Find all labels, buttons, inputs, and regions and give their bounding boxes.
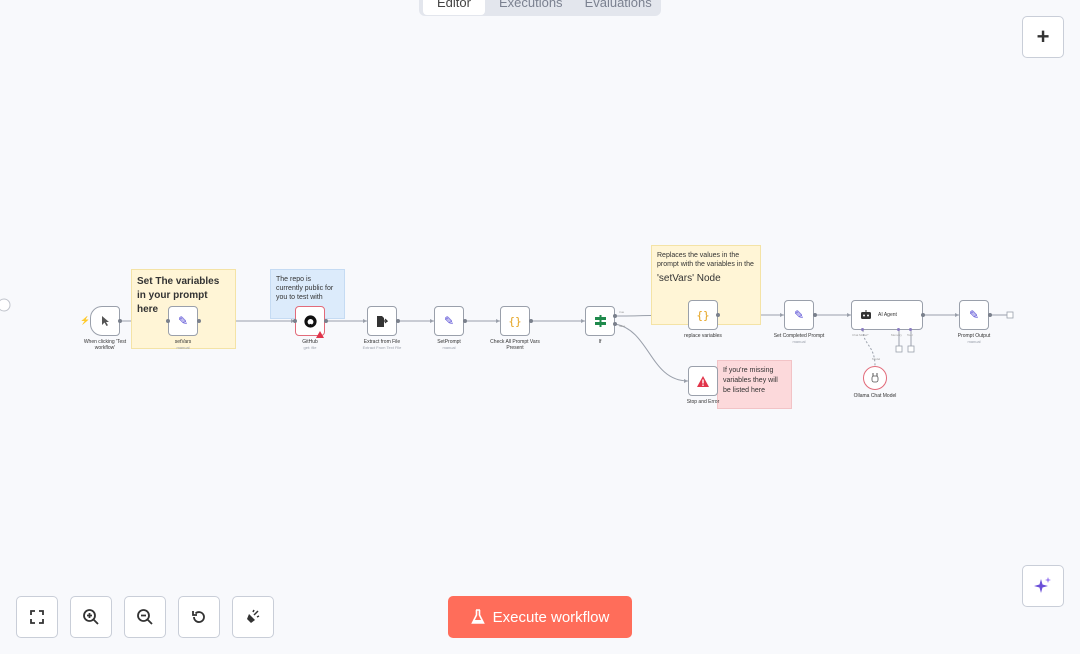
plus-icon: +: [1036, 24, 1050, 49]
reset-zoom-button[interactable]: [178, 596, 220, 638]
output-handle[interactable]: [813, 313, 817, 317]
flask-icon: [470, 609, 485, 624]
label-set-completed: Set Completed Prompt: [773, 333, 825, 339]
agent-chat-port-label: Chat Model*: [852, 333, 869, 337]
node-extract[interactable]: [367, 306, 397, 336]
output-handle[interactable]: [118, 319, 122, 323]
output-handle[interactable]: [988, 313, 992, 317]
label-replace-vars: replace variables: [684, 333, 722, 339]
node-if[interactable]: [585, 306, 615, 336]
github-icon: [303, 314, 317, 328]
trigger-bolt-icon: ⚡: [80, 316, 90, 325]
model-conn-label: Model: [872, 357, 881, 361]
sub-setvars: manual: [176, 345, 190, 350]
add-node-button[interactable]: +: [1022, 16, 1064, 58]
label-setprompt: SetPrompt: [437, 339, 461, 345]
node-setprompt[interactable]: ✎: [434, 306, 464, 336]
tab-executions[interactable]: Executions: [498, 0, 563, 10]
warning-icon: [316, 325, 324, 338]
agent-tool-port-label: Tool: [907, 333, 913, 337]
sub-setprompt: manual: [442, 345, 456, 350]
code-braces-icon: {}: [696, 308, 710, 322]
zoom-out-icon: [137, 609, 153, 625]
node-set-completed[interactable]: ✎: [784, 300, 814, 330]
sub-extract: Extract From Text File: [362, 345, 402, 350]
fit-view-icon: [30, 610, 44, 624]
reset-zoom-icon: [192, 611, 205, 623]
output-handle[interactable]: [716, 313, 720, 317]
node-check-vars[interactable]: {}: [500, 306, 530, 336]
output-handle[interactable]: [197, 319, 201, 323]
output-handle[interactable]: [324, 319, 328, 323]
output-handle[interactable]: [463, 319, 467, 323]
pencil-icon: ✎: [443, 314, 455, 328]
label-ai-agent: AI Agent: [878, 312, 897, 318]
node-stop-error[interactable]: [688, 366, 718, 396]
robot-icon: [861, 310, 871, 319]
sticky-missing-text: If you're missing variables they will be…: [723, 367, 778, 394]
sticky-repo-text: The repo is currently public for you to …: [276, 276, 334, 301]
output-handle[interactable]: [529, 319, 533, 323]
node-manual-trigger[interactable]: [90, 306, 120, 336]
output-handle[interactable]: [613, 322, 617, 326]
sticky-replace-heading: 'setVars' Node: [657, 273, 721, 284]
node-prompt-output[interactable]: ✎: [959, 300, 989, 330]
ai-assistant-button[interactable]: [1022, 565, 1064, 607]
sub-set-completed: manual: [792, 339, 806, 344]
label-check-vars: Check All Prompt Vars Present: [490, 339, 540, 351]
node-ai-agent[interactable]: AI Agent: [851, 300, 923, 330]
tidy-up-icon: [247, 609, 260, 623]
chat-model-handle[interactable]: [861, 328, 864, 331]
label-setvars: setVars: [174, 339, 192, 345]
pencil-icon: ✎: [793, 308, 805, 322]
zoom-out-button[interactable]: [124, 596, 166, 638]
view-tabs: Editor Executions Evaluations: [419, 0, 661, 16]
sub-github: get: file: [303, 345, 317, 350]
label-ollama: Ollama Chat Model: [853, 393, 897, 399]
zoom-in-icon: [83, 609, 99, 625]
pencil-icon: ✎: [177, 314, 189, 328]
sticky-missing[interactable]: If you're missing variables they will be…: [717, 360, 792, 409]
sub-prompt-output: manual: [967, 339, 981, 344]
fit-view-button[interactable]: [16, 596, 58, 638]
tool-handle[interactable]: [909, 328, 912, 331]
signpost-icon: [594, 315, 606, 327]
tab-evaluations[interactable]: Evaluations: [584, 0, 652, 10]
label-prompt-output: Prompt Output: [957, 333, 991, 339]
sparkle-icon: [1034, 577, 1051, 593]
warning-icon: [697, 375, 709, 387]
node-setvars[interactable]: ✎: [168, 306, 198, 336]
label-trigger: When clicking 'Test workflow': [83, 339, 127, 351]
node-ollama[interactable]: [863, 366, 887, 390]
zoom-in-button[interactable]: [70, 596, 112, 638]
memory-handle[interactable]: [897, 328, 900, 331]
output-handle[interactable]: [921, 313, 925, 317]
agent-memory-port-label: Memory: [891, 333, 902, 337]
node-github[interactable]: [295, 306, 325, 336]
tab-editor[interactable]: Editor: [423, 0, 485, 15]
output-handle[interactable]: [613, 314, 617, 318]
pencil-icon: ✎: [968, 308, 980, 322]
label-extract: Extract from File: [363, 339, 401, 345]
code-braces-icon: {}: [508, 314, 522, 328]
node-replace-vars[interactable]: {}: [688, 300, 718, 330]
llama-icon: [871, 373, 879, 383]
output-handle[interactable]: [396, 319, 400, 323]
tidy-up-button[interactable]: [232, 596, 274, 638]
input-handle[interactable]: [166, 319, 170, 323]
sticky-replace[interactable]: Replaces the values in the prompt with t…: [651, 245, 761, 325]
if-false-label: false: [619, 324, 626, 328]
input-handle[interactable]: [293, 319, 297, 323]
sticky-replace-text: Replaces the values in the prompt with t…: [657, 252, 754, 268]
file-extract-icon: [377, 315, 388, 327]
if-true-label: true: [619, 310, 625, 314]
label-if: If: [598, 339, 602, 345]
cursor-icon: [102, 316, 109, 326]
label-github: GitHub: [302, 339, 318, 345]
execute-workflow-button[interactable]: Execute workflow: [448, 596, 632, 638]
label-stop-error: Stop and Error: [686, 399, 720, 405]
execute-workflow-label: Execute workflow: [492, 608, 610, 626]
sticky-set-vars-text: Set The variables in your prompt here: [137, 276, 220, 315]
